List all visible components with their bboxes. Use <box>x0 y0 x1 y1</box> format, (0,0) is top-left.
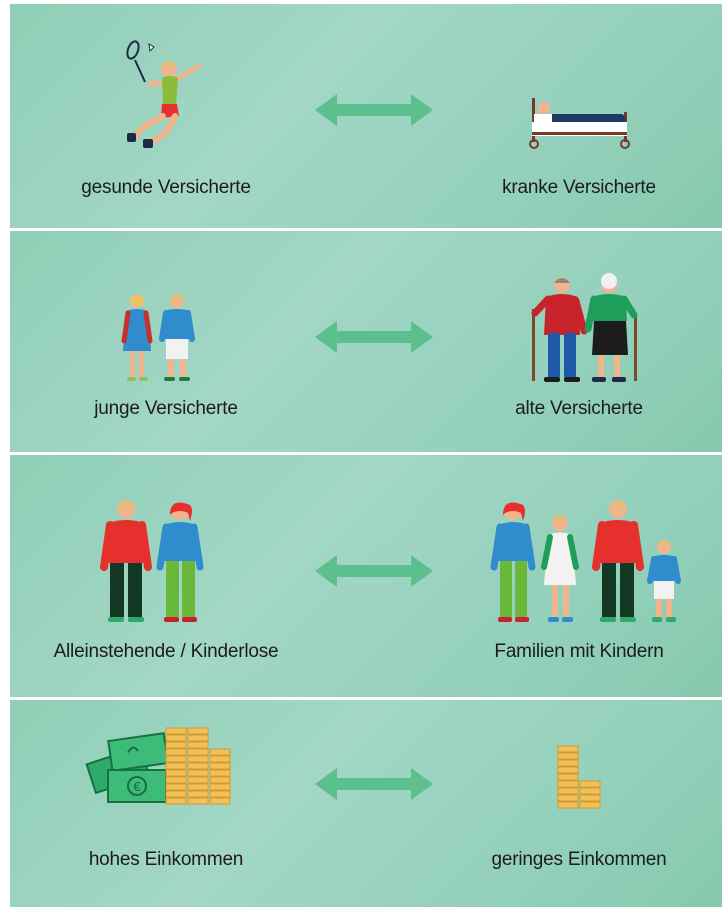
label-high-income: hohes Einkommen <box>88 849 244 870</box>
bidirectional-arrow-icon <box>315 94 433 126</box>
row-healthy-vs-sick: gesunde Versicherte kranke Versicherte <box>10 4 722 228</box>
elderly-couple-icon <box>531 273 638 382</box>
label-families-with-children: Familien mit Kindern <box>494 641 664 662</box>
single-adults-icon <box>100 500 204 622</box>
money-banknotes-coins-icon: € <box>85 727 231 805</box>
label-low-income: geringes Einkommen <box>491 849 667 870</box>
label-young-insured: junge Versicherte <box>94 398 238 419</box>
label-healthy-insured: gesunde Versicherte <box>81 177 251 198</box>
label-old-insured: alte Versicherte <box>515 398 643 419</box>
row-singles-vs-families: Alleinstehende / Kinderlose Familien mit… <box>10 455 722 697</box>
family-with-children-icon <box>490 500 681 622</box>
row-high-vs-low-income: € <box>10 700 722 907</box>
label-sick-insured: kranke Versicherte <box>502 177 656 198</box>
row-young-vs-old: junge Versicherte alte Versicherte <box>10 231 722 452</box>
euro-symbol: € <box>133 779 141 794</box>
few-coins-icon <box>557 745 601 809</box>
label-singles-childless: Alleinstehende / Kinderlose <box>53 641 279 662</box>
badminton-player-icon <box>126 40 202 148</box>
bidirectional-arrow-icon <box>315 555 433 587</box>
bidirectional-arrow-icon <box>315 768 433 800</box>
young-couple-icon <box>121 294 195 381</box>
bidirectional-arrow-icon <box>315 321 433 353</box>
sick-in-bed-icon <box>529 98 630 149</box>
